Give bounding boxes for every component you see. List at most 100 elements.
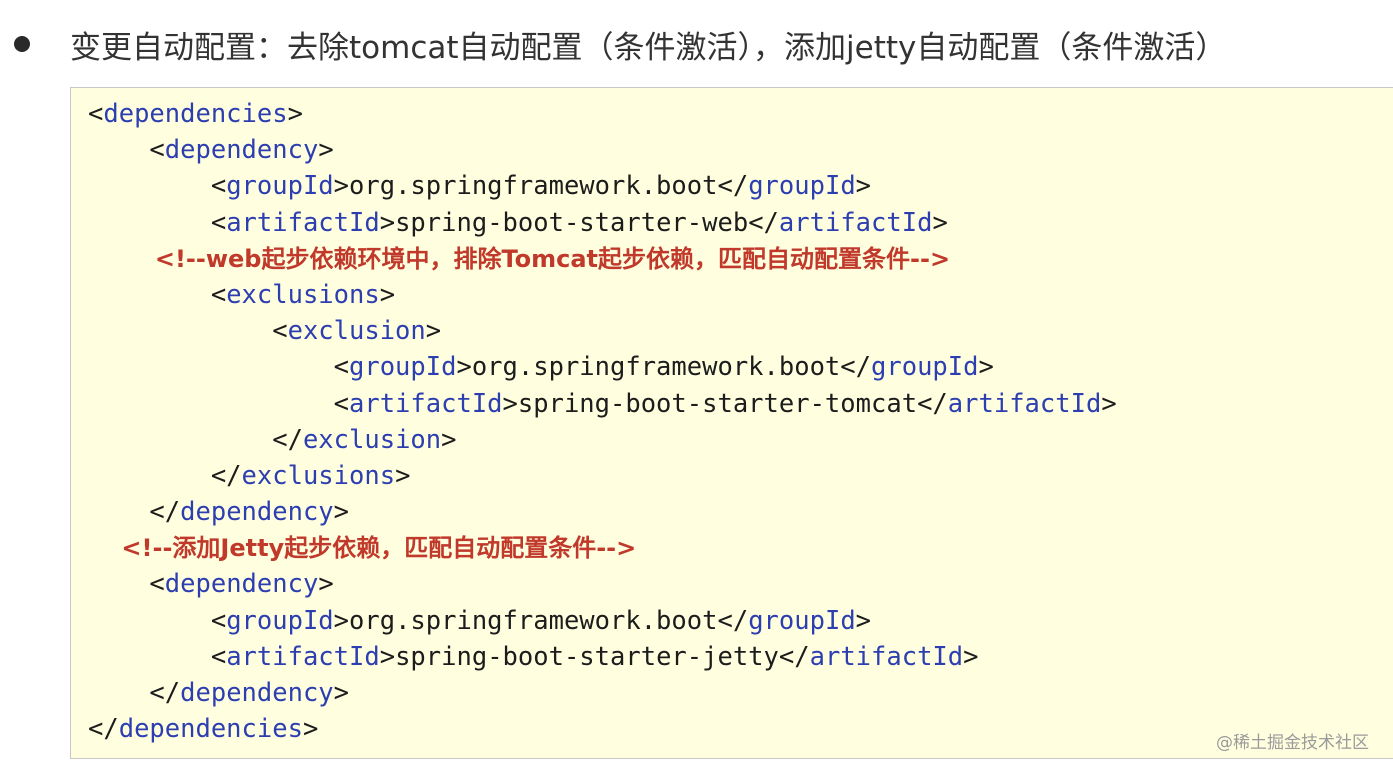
- tag-name: artifactId: [226, 207, 380, 238]
- tag-bracket: <: [210, 207, 227, 238]
- tag-bracket: >: [333, 605, 350, 636]
- tag-bracket: <: [210, 641, 227, 672]
- code-line: <dependencies>: [88, 96, 1117, 132]
- code-line: <exclusions>: [88, 277, 1117, 313]
- tag-bracket: <: [272, 316, 288, 347]
- code-line: <exclusion>: [88, 313, 1117, 349]
- tag-bracket: >: [318, 569, 334, 600]
- indent: [88, 352, 334, 382]
- tag-name: groupId: [349, 352, 457, 383]
- tag-bracket: >: [441, 424, 457, 455]
- tag-name: artifactId: [947, 388, 1102, 419]
- code-line: <artifactId>spring-boot-starter-jetty</a…: [88, 639, 1117, 675]
- tag-bracket: <: [210, 171, 227, 202]
- tag-bracket: <: [333, 352, 349, 383]
- tag-bracket: >: [318, 135, 334, 166]
- tag-bracket: >: [287, 99, 303, 129]
- tag-bracket: >: [1101, 388, 1117, 419]
- element-value: org.springframework.boot: [349, 605, 718, 636]
- code-block: <dependencies> <dependency> <groupId>org…: [70, 87, 1393, 759]
- tag-bracket: >: [978, 352, 994, 383]
- tag-bracket: >: [379, 207, 396, 238]
- tag-name: artifactId: [349, 388, 503, 419]
- watermark: @稀土掘金技术社区: [1216, 733, 1369, 753]
- element-value: org.springframework.boot: [471, 352, 841, 383]
- code-line: <groupId>org.springframework.boot</group…: [88, 168, 1117, 204]
- tag-bracket: </: [717, 171, 749, 202]
- bullet-item: 变更自动配置：去除tomcat自动配置（条件激活），添加jetty自动配置（条件…: [14, 18, 1226, 70]
- tag-name: dependency: [180, 678, 334, 708]
- tag-bracket: >: [855, 171, 872, 202]
- tag-bracket: >: [932, 207, 948, 238]
- indent: [88, 606, 211, 636]
- code-comment-line: <!--添加Jetty起步依赖，匹配自动配置条件-->: [88, 530, 1117, 566]
- tag-bracket: >: [963, 641, 979, 672]
- code-line: </dependency>: [88, 494, 1117, 530]
- indent: [88, 135, 149, 165]
- bullet-icon: [14, 36, 30, 52]
- tag-name: dependency: [164, 135, 319, 166]
- tag-bracket: </: [88, 714, 119, 745]
- indent: [88, 208, 211, 238]
- tag-bracket: </: [717, 605, 749, 636]
- code-lines: <dependencies> <dependency> <groupId>org…: [88, 96, 1117, 747]
- indent: [88, 534, 121, 562]
- tag-name: groupId: [871, 352, 979, 383]
- code-line: </exclusion>: [88, 422, 1117, 458]
- tag-name: groupId: [226, 171, 334, 202]
- indent: [88, 569, 149, 599]
- tag-name: dependencies: [103, 99, 288, 129]
- code-line: <artifactId>spring-boot-starter-web</art…: [88, 205, 1117, 241]
- tag-name: dependencies: [118, 714, 303, 745]
- tag-bracket: </: [917, 388, 948, 419]
- tag-bracket: >: [333, 497, 350, 528]
- tag-bracket: >: [425, 316, 442, 347]
- tag-bracket: >: [395, 460, 411, 491]
- tag-bracket: >: [379, 279, 396, 310]
- tag-bracket: </: [272, 424, 303, 455]
- tag-bracket: </: [778, 641, 810, 672]
- tag-bracket: >: [302, 714, 319, 745]
- tag-bracket: >: [333, 678, 350, 708]
- tag-name: exclusions: [226, 279, 380, 310]
- tag-name: exclusion: [302, 424, 442, 455]
- tag-name: groupId: [748, 171, 856, 202]
- indent: [88, 678, 149, 708]
- tag-bracket: </: [149, 497, 181, 528]
- tag-bracket: >: [855, 605, 872, 636]
- tag-name: exclusions: [241, 460, 396, 491]
- tag-name: artifactId: [778, 207, 933, 238]
- comment-text: <!--添加Jetty起步依赖，匹配自动配置条件-->: [121, 534, 637, 563]
- indent: [88, 497, 149, 527]
- tag-bracket: <: [88, 99, 104, 129]
- element-value: spring-boot-starter-jetty: [395, 641, 779, 672]
- indent: [88, 461, 211, 491]
- indent: [88, 245, 155, 273]
- tag-name: artifactId: [226, 641, 380, 672]
- indent: [88, 316, 272, 346]
- code-line: </exclusions>: [88, 458, 1117, 494]
- tag-name: artifactId: [809, 641, 964, 672]
- tag-bracket: <: [210, 605, 227, 636]
- code-line: <dependency>: [88, 566, 1117, 602]
- tag-bracket: </: [748, 207, 779, 238]
- comment-text: <!--web起步依赖环境中，排除Tomcat起步依赖，匹配自动配置条件-->: [154, 244, 951, 273]
- code-line: </dependency>: [88, 675, 1117, 711]
- tag-bracket: </: [840, 352, 872, 383]
- code-comment-line: <!--web起步依赖环境中，排除Tomcat起步依赖，匹配自动配置条件-->: [88, 241, 1117, 277]
- tag-bracket: >: [456, 352, 472, 383]
- tag-bracket: </: [149, 678, 181, 708]
- tag-bracket: >: [333, 171, 350, 202]
- tag-bracket: <: [210, 279, 227, 310]
- tag-name: dependency: [164, 569, 319, 600]
- indent: [88, 642, 211, 672]
- element-value: org.springframework.boot: [349, 171, 718, 202]
- code-line: <artifactId>spring-boot-starter-tomcat</…: [88, 386, 1117, 422]
- tag-bracket: >: [502, 388, 518, 419]
- code-line: <groupId>org.springframework.boot</group…: [88, 349, 1117, 385]
- tag-name: exclusion: [287, 316, 426, 347]
- tag-bracket: </: [210, 460, 242, 491]
- indent: [88, 425, 272, 455]
- bullet-heading: 变更自动配置：去除tomcat自动配置（条件激活），添加jetty自动配置（条件…: [70, 29, 1227, 66]
